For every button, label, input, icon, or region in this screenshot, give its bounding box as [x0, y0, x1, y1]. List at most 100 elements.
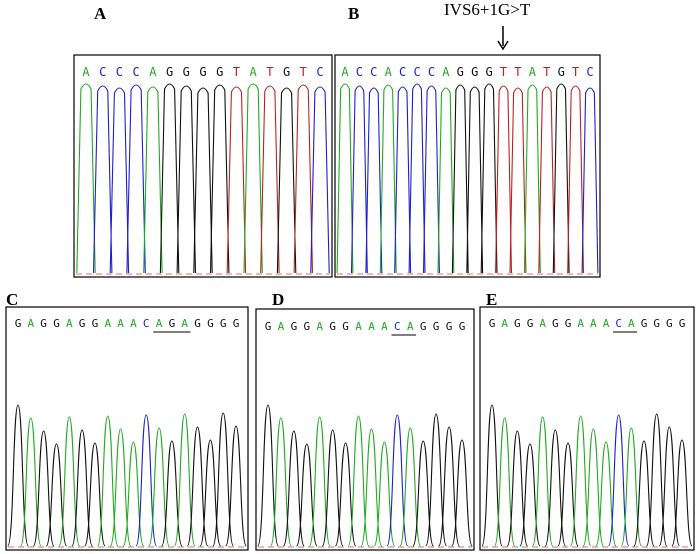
trace-peak-t: [293, 84, 314, 274]
trace-peak-g: [159, 83, 180, 274]
base-call-letter: A: [501, 317, 508, 330]
trace-peak-a: [76, 83, 96, 274]
trace-peak-t: [495, 85, 513, 274]
base-call-letter: A: [104, 317, 111, 330]
trace-peak-c: [350, 85, 368, 274]
base-call-letter: A: [368, 320, 375, 333]
base-call-letter: G: [489, 317, 496, 330]
panel-label-a: A: [94, 4, 107, 23]
panel-frame: [73, 54, 333, 278]
base-call-letter: A: [590, 317, 597, 330]
trace-peak-g: [480, 83, 498, 274]
trace-peak-t: [226, 86, 247, 274]
base-call-letter: C: [132, 65, 139, 79]
trace-peak-c: [581, 87, 599, 274]
base-call-letter: A: [442, 65, 450, 79]
base-call-letter: G: [40, 317, 47, 330]
trace-peak-g: [466, 86, 484, 274]
base-call-letter: T: [500, 65, 507, 79]
trace-peak-g: [671, 439, 693, 547]
base-call-letter: G: [207, 317, 214, 330]
base-call-letter: A: [117, 317, 124, 330]
base-call-letter: G: [679, 317, 686, 330]
base-call-letter: C: [316, 65, 323, 79]
base-call-letter: A: [249, 65, 257, 79]
base-call-letter: A: [577, 317, 584, 330]
panel-label-d: D: [272, 290, 285, 309]
trace-peak-g: [193, 87, 213, 274]
base-call-letter: C: [615, 317, 622, 330]
base-call-letter: A: [149, 65, 157, 79]
base-call-letter: C: [586, 65, 593, 79]
base-call-letter: G: [457, 65, 464, 79]
base-call-letter: A: [529, 65, 537, 79]
base-call-letter: G: [471, 65, 478, 79]
panel-label-c: C: [6, 290, 19, 309]
base-call-letter: G: [194, 317, 201, 330]
base-call-letter: G: [15, 317, 22, 330]
base-call-letter: C: [99, 65, 106, 79]
base-call-letter: A: [82, 65, 90, 79]
base-call-letter: A: [407, 320, 414, 333]
base-call-letter: C: [370, 65, 377, 79]
base-call-letter: A: [316, 320, 323, 333]
base-call-letter: T: [514, 65, 521, 79]
trace-peak-g: [176, 85, 197, 274]
base-call-letter: T: [266, 65, 273, 79]
trace-peak-a: [143, 86, 163, 274]
base-call-letter: G: [220, 317, 227, 330]
trace-peak-t: [509, 87, 527, 274]
base-call-letter: G: [183, 65, 190, 79]
base-call-letter: G: [92, 317, 99, 330]
base-call-letter: A: [181, 317, 188, 330]
base-call-letter: G: [53, 317, 60, 330]
base-call-letter: G: [303, 320, 310, 333]
trace-peak-c: [365, 87, 383, 274]
base-call-letter: G: [166, 65, 173, 79]
base-call-letter: A: [278, 320, 285, 333]
base-call-letter: G: [199, 65, 206, 79]
trace-peak-g: [276, 87, 297, 274]
base-call-letter: G: [342, 320, 349, 333]
trace-peak-a: [336, 83, 354, 274]
base-call-letter: A: [381, 320, 388, 333]
trace-peak-c: [92, 85, 113, 274]
base-call-letter: A: [539, 317, 546, 330]
panel-frame: [5, 306, 249, 551]
base-call-letter: C: [413, 65, 420, 79]
base-call-letter: G: [514, 317, 521, 330]
mutation-arrow: [497, 26, 509, 51]
base-call-letter: G: [558, 65, 565, 79]
base-call-letter: G: [485, 65, 492, 79]
trace-peak-a: [523, 84, 541, 274]
base-call-letter: A: [628, 317, 635, 330]
base-call-letter: G: [641, 317, 648, 330]
base-call-letter: A: [355, 320, 362, 333]
base-call-letter: G: [420, 320, 427, 333]
base-call-letter: G: [433, 320, 440, 333]
base-call-letter: C: [356, 65, 363, 79]
base-call-letter: T: [233, 65, 240, 79]
trace-peak-c: [408, 83, 426, 274]
base-call-letter: G: [265, 320, 272, 333]
trace-peak-g: [451, 84, 469, 274]
base-call-letter: C: [399, 65, 406, 79]
base-call-letter: C: [428, 65, 435, 79]
trace-peak-c: [422, 85, 440, 274]
trace-peak-g: [225, 425, 247, 547]
trace-peak-c: [394, 86, 412, 274]
base-call-letter: A: [603, 317, 610, 330]
base-call-letter: G: [329, 320, 336, 333]
base-call-letter: G: [283, 65, 290, 79]
base-call-letter: A: [156, 317, 163, 330]
base-call-letter: A: [66, 317, 73, 330]
base-call-letter: G: [79, 317, 86, 330]
trace-peak-c: [109, 87, 130, 274]
trace-peak-c: [126, 84, 146, 274]
base-call-letter: T: [543, 65, 550, 79]
panel-label-e: E: [486, 290, 498, 309]
